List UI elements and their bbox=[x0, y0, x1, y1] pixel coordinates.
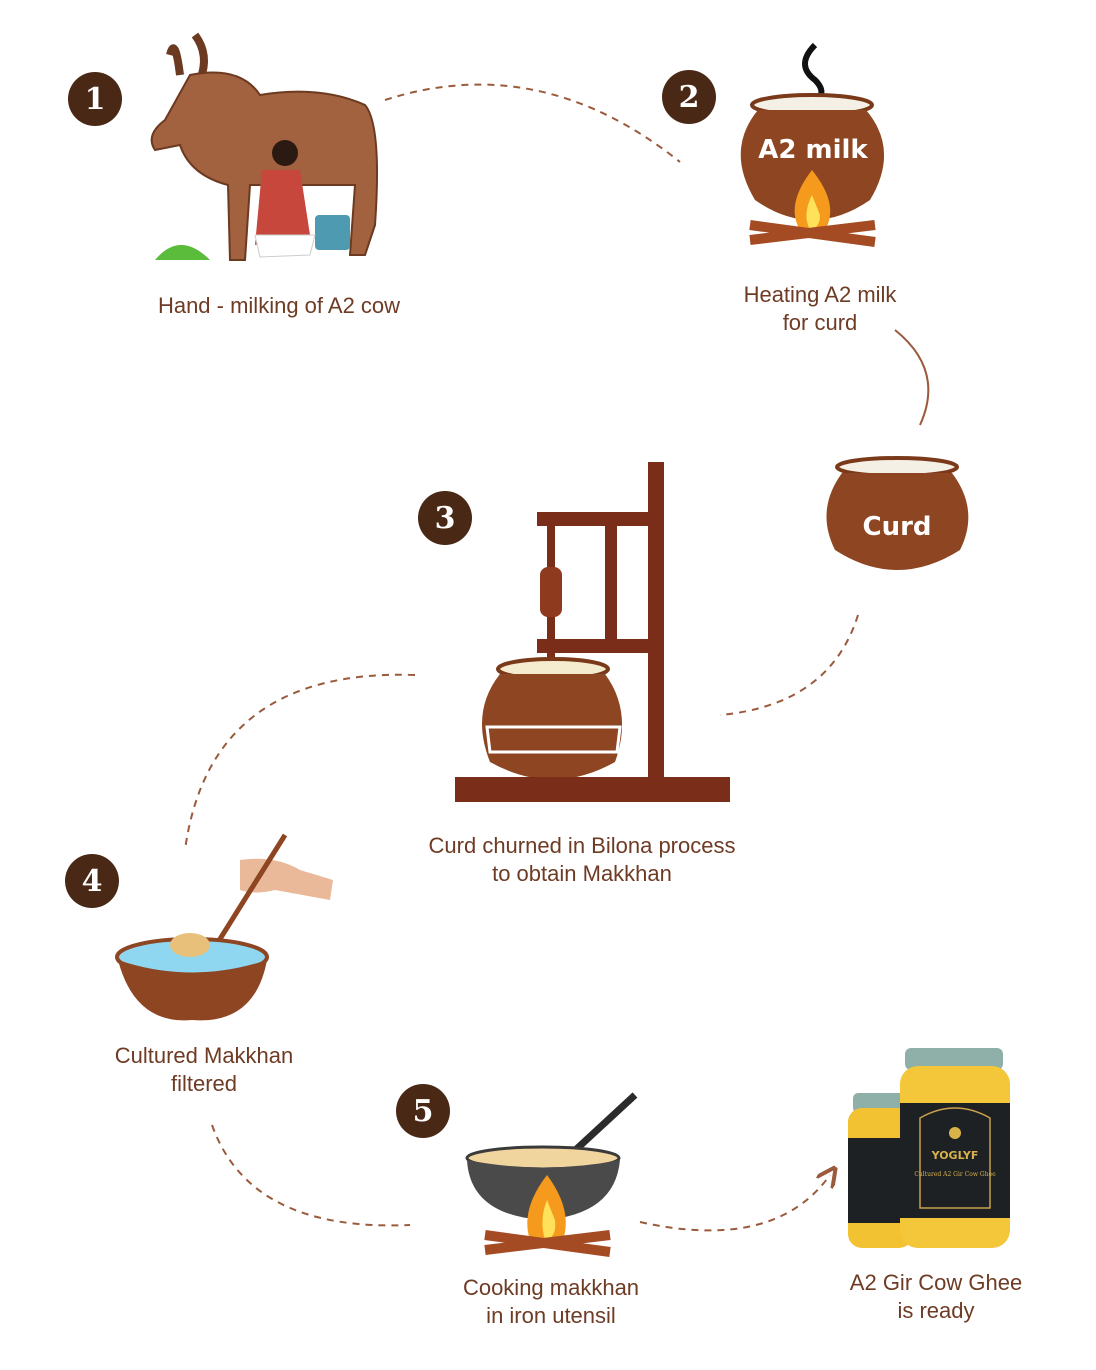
step-2-caption-line2: for curd bbox=[782, 310, 858, 335]
connector-3-4 bbox=[184, 673, 416, 851]
connector-1-2 bbox=[384, 83, 681, 163]
final-caption-line2: is ready bbox=[897, 1298, 975, 1323]
step-1-badge: 1 bbox=[68, 72, 122, 126]
step-3-badge: 3 bbox=[418, 491, 472, 545]
step-4-caption-line1: Cultured Makkhan bbox=[114, 1043, 294, 1068]
cow-milking-illustration bbox=[150, 32, 378, 261]
step-5-badge: 5 bbox=[396, 1084, 450, 1138]
brand-logo: YOGLYF bbox=[931, 1149, 979, 1162]
step-4-caption-line2: filtered bbox=[170, 1071, 238, 1096]
connector-4-5 bbox=[211, 1124, 411, 1227]
step-3-caption-line1: Curd churned in Bilona process bbox=[428, 833, 736, 858]
pot-label-a2-milk: A2 milk bbox=[758, 135, 868, 165]
step-5-caption-line1: Cooking makkhan bbox=[462, 1275, 640, 1300]
step-3-caption: Curd churned in Bilona process to obtain… bbox=[429, 832, 736, 888]
step-4-badge: 4 bbox=[65, 854, 119, 908]
step-2-caption: Heating A2 milk for curd bbox=[744, 281, 897, 337]
jar-product-label: Cultured A2 Gir Cow Ghee bbox=[914, 1171, 996, 1178]
pot-label-curd: Curd bbox=[862, 512, 931, 542]
step-5-caption-line2: in iron utensil bbox=[486, 1303, 616, 1328]
makkhan-filter-bowl-illustration bbox=[115, 833, 333, 1021]
step-3-caption-line2: to obtain Makkhan bbox=[492, 861, 672, 886]
step-5-caption: Cooking makkhan in iron utensil bbox=[463, 1274, 639, 1330]
connector-5-6 bbox=[639, 1175, 830, 1232]
final-caption-line1: A2 Gir Cow Ghee bbox=[849, 1270, 1023, 1295]
curd-pot-illustration: Curd bbox=[826, 456, 969, 570]
milk-pot-fire-illustration: A2 milk bbox=[740, 42, 885, 247]
step-2-badge: 2 bbox=[662, 70, 716, 124]
connector-curd-3 bbox=[719, 614, 859, 716]
connector-2-curd bbox=[894, 329, 930, 426]
final-caption: A2 Gir Cow Ghee is ready bbox=[850, 1269, 1022, 1325]
step-2-caption-line1: Heating A2 milk bbox=[743, 282, 897, 307]
step-4-caption: Cultured Makkhan filtered bbox=[115, 1042, 294, 1098]
bilona-churner-illustration bbox=[455, 462, 730, 802]
iron-pot-cooking-illustration bbox=[465, 1092, 638, 1257]
ghee-jars-illustration: YOGLYF Cultured A2 Gir Cow Ghee bbox=[848, 1048, 1010, 1248]
step-1-caption: Hand - milking of A2 cow bbox=[157, 293, 401, 318]
